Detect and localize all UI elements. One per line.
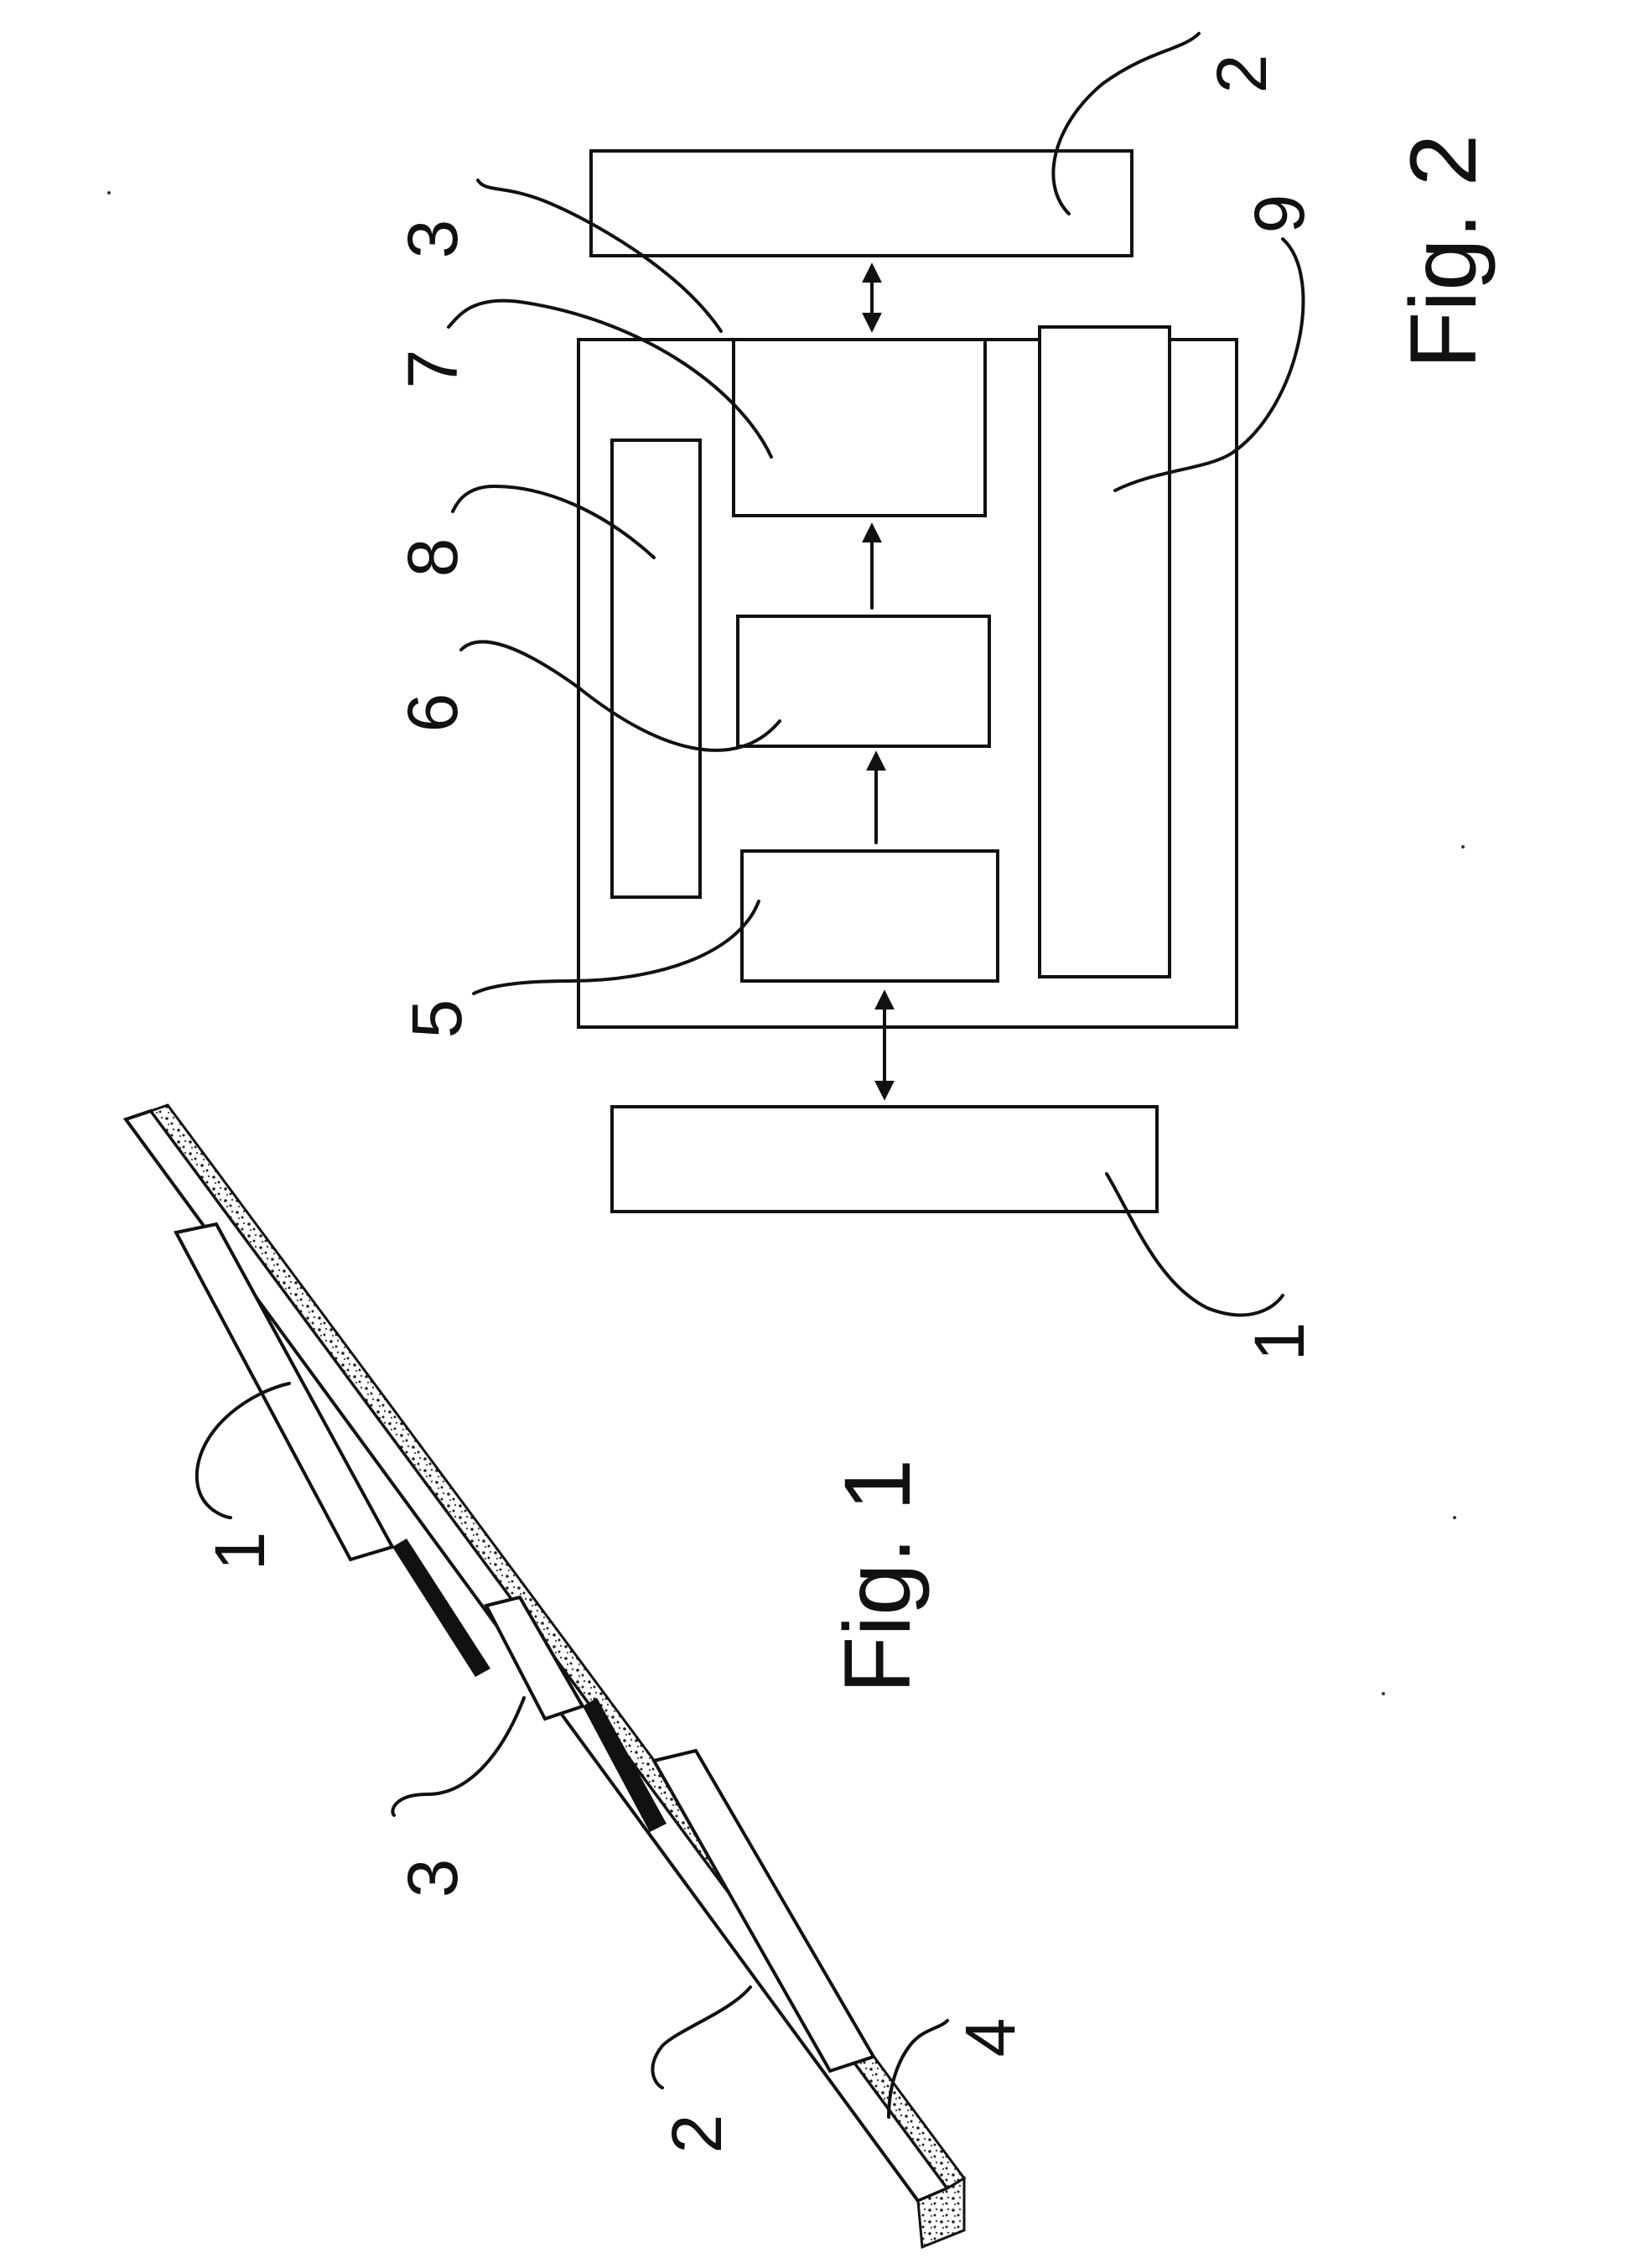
fig2-caption: Fig. 2 (1391, 134, 1496, 369)
fig1-label-3: 3 (393, 1859, 472, 1898)
fig1-label-4: 4 (951, 2018, 1030, 2058)
fig1-label-1: 1 (200, 1532, 279, 1571)
fig2-label-7: 7 (393, 350, 472, 389)
fig2-block-2 (591, 151, 1132, 256)
fig2-block-8 (612, 440, 700, 897)
figure-2: 2 3 7 8 6 5 9 1 Fig. 2 (393, 34, 1496, 1361)
figure-1: 1 3 2 4 Fig. 1 (126, 1105, 1030, 2247)
fig2-label-1: 1 (1240, 1322, 1319, 1362)
fig2-block-5 (742, 851, 998, 981)
fig2-label-9: 9 (1240, 195, 1319, 234)
fig2-label-6: 6 (393, 693, 472, 733)
fig1-caption: Fig. 1 (825, 1459, 930, 1694)
fig2-label-5: 5 (397, 999, 476, 1039)
fig2-label-2: 2 (1202, 54, 1281, 94)
fig1-leader-2 (652, 1987, 750, 2088)
fig2-block-9 (1040, 327, 1170, 977)
fig2-label-3: 3 (393, 220, 472, 259)
fig1-label-2: 2 (657, 2115, 736, 2154)
fig1-pad-2 (654, 1751, 874, 2071)
fig1-leader-3 (392, 1698, 524, 1815)
fig2-block-7 (734, 340, 985, 516)
fig2-block-1 (612, 1107, 1157, 1212)
fig2-label-8: 8 (393, 538, 472, 578)
